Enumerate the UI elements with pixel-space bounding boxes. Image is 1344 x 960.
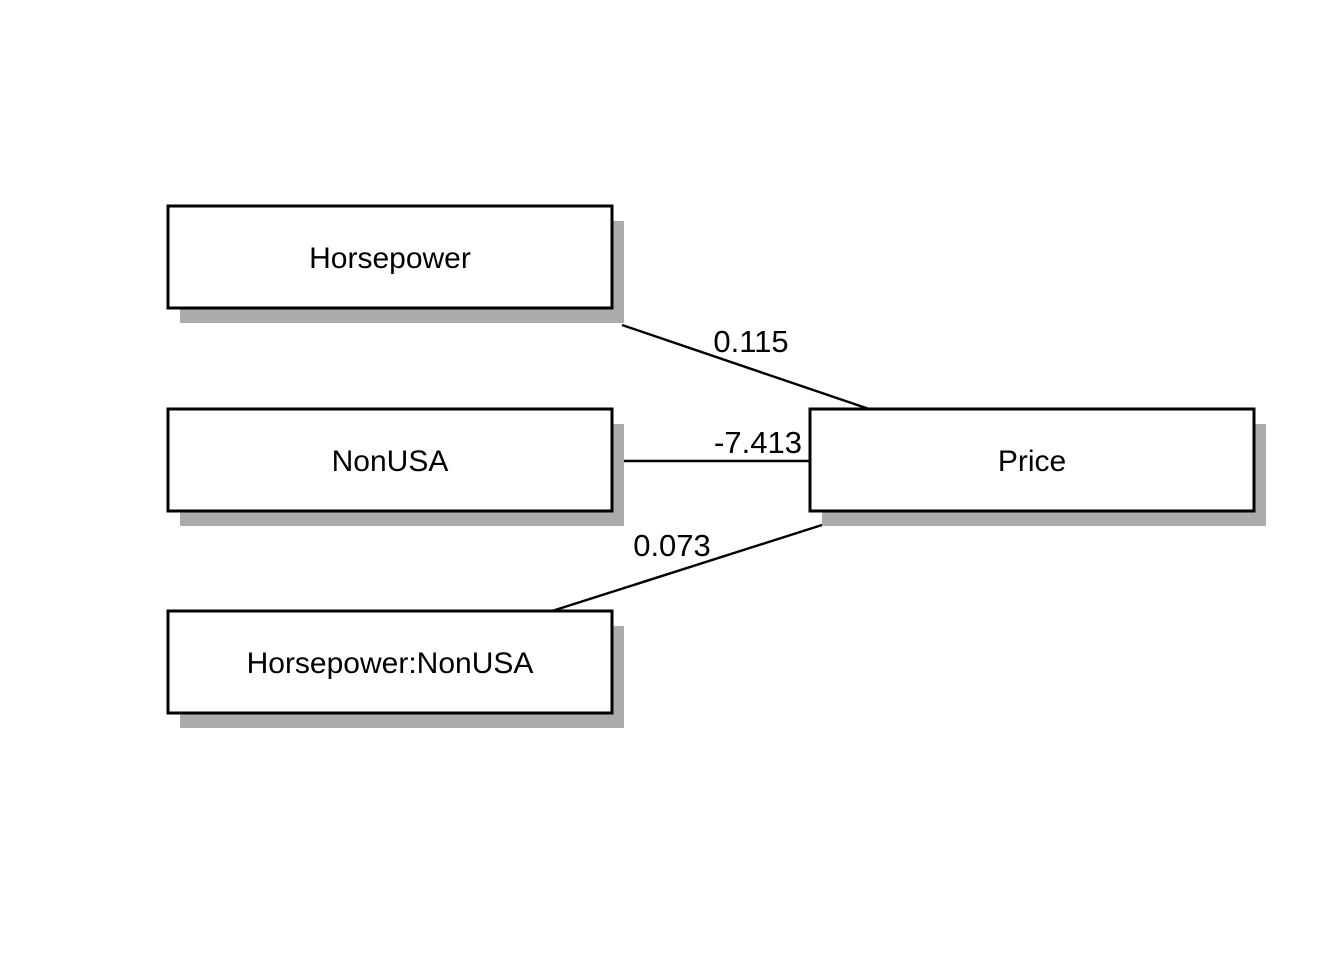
node-price-box[interactable] [808,407,1256,513]
node-horsepower[interactable]: Horsepower [166,204,624,323]
node-horsepower-nonusa-label: Horsepower:NonUSA [247,647,534,680]
node-horsepower-nonusa[interactable]: Horsepower:NonUSA [166,609,624,728]
node-horsepower-box[interactable] [166,204,614,310]
node-horsepower-nonusa-box[interactable] [166,609,614,715]
node-price-label: Price [998,445,1066,478]
node-nonusa-box[interactable] [166,407,614,513]
node-horsepower-label: Horsepower [309,242,471,275]
edge-label-nonusa-price: -7.413 [714,425,802,460]
node-nonusa-label: NonUSA [332,445,449,478]
edge-group [551,323,873,613]
edge-label-horsepower-price: 0.115 [713,324,788,359]
node-nonusa[interactable]: NonUSA [166,407,624,526]
edge-line-horsepower-price [621,323,873,412]
edge-label-group: 0.115 -7.413 0.073 [630,321,806,567]
edge-label-interaction-price: 0.073 [633,528,711,563]
edge-line-interaction-price [551,523,823,613]
node-price[interactable]: Price [808,407,1266,526]
